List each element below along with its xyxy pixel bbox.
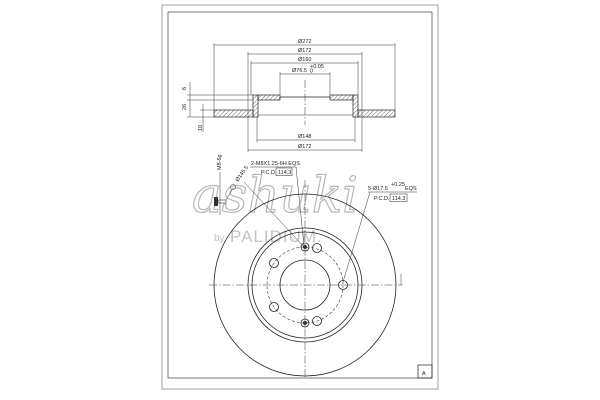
bolt-hole <box>269 258 279 268</box>
bolt-holes <box>269 243 348 326</box>
callout-bolt-pcd-value: 114.3 <box>392 196 405 202</box>
callout-threaded-pcd-label: P.C.D. <box>261 170 277 176</box>
threaded-hole <box>300 242 310 252</box>
dim-hat-inner: Ø160 <box>298 57 311 63</box>
threaded-holes <box>300 242 310 328</box>
screw-icon <box>214 172 236 215</box>
dim-inner-bottom: Ø148 <box>298 134 311 140</box>
threaded-hole <box>303 321 307 325</box>
callout-bolt-holes-tol: +0.25 <box>391 182 405 188</box>
callout-threaded-holes: 2-M8X1.25-6H EQS <box>251 161 300 167</box>
pcd-circle <box>266 246 344 324</box>
watermark: ashuki by PALIDIUM. <box>191 165 358 246</box>
dim-hat-outer-bottom: Ø172 <box>298 144 311 150</box>
outer-frame <box>161 4 439 390</box>
callout-bolt-holes: 5-Ø17.5 <box>368 186 388 192</box>
dim-total-height: 26 <box>182 104 188 110</box>
dim-disc-thickness: 10 <box>198 125 204 131</box>
threaded-hole <box>300 318 310 328</box>
view-label: A <box>422 371 426 377</box>
bolt-hole <box>338 280 348 290</box>
section-view <box>187 43 396 152</box>
bolt-hole <box>312 243 322 253</box>
view-label-box: A <box>417 364 433 379</box>
disc-plan-view <box>209 180 403 378</box>
callout-screw-thread: M8-6g <box>217 154 223 170</box>
callout-bolt-pcd-label: P.C.D. <box>374 196 390 202</box>
callout-bolt-holes-suffix: EQS <box>405 186 417 192</box>
callouts: 2-M8X1.25-6H EQS P.C.D. 114.3 Ø145.5 M8-… <box>214 154 417 283</box>
section-dimension-labels: Ø272 Ø172 Ø160 Ø76.5 +0.05 0 Ø148 Ø172 6… <box>182 39 324 150</box>
dim-center-bore-tol: +0.05 <box>310 64 324 70</box>
threaded-hole <box>303 245 307 249</box>
watermark-by: by <box>214 233 225 244</box>
callout-threaded-pcd-value: 114.3 <box>278 170 291 176</box>
watermark-maker: PALIDIUM. <box>230 227 323 246</box>
dim-outer-diameter: Ø272 <box>298 39 311 45</box>
dim-center-bore-tol-low: 0 <box>310 69 313 75</box>
watermark-brand: ashuki <box>192 166 358 224</box>
bolt-hole <box>269 302 279 312</box>
inner-frame <box>167 11 433 379</box>
bolt-hole <box>312 316 322 326</box>
dim-hat-thickness: 6 <box>182 87 188 90</box>
dim-center-bore: Ø76.5 <box>292 68 307 74</box>
dim-hat-outer-top: Ø172 <box>298 48 311 54</box>
